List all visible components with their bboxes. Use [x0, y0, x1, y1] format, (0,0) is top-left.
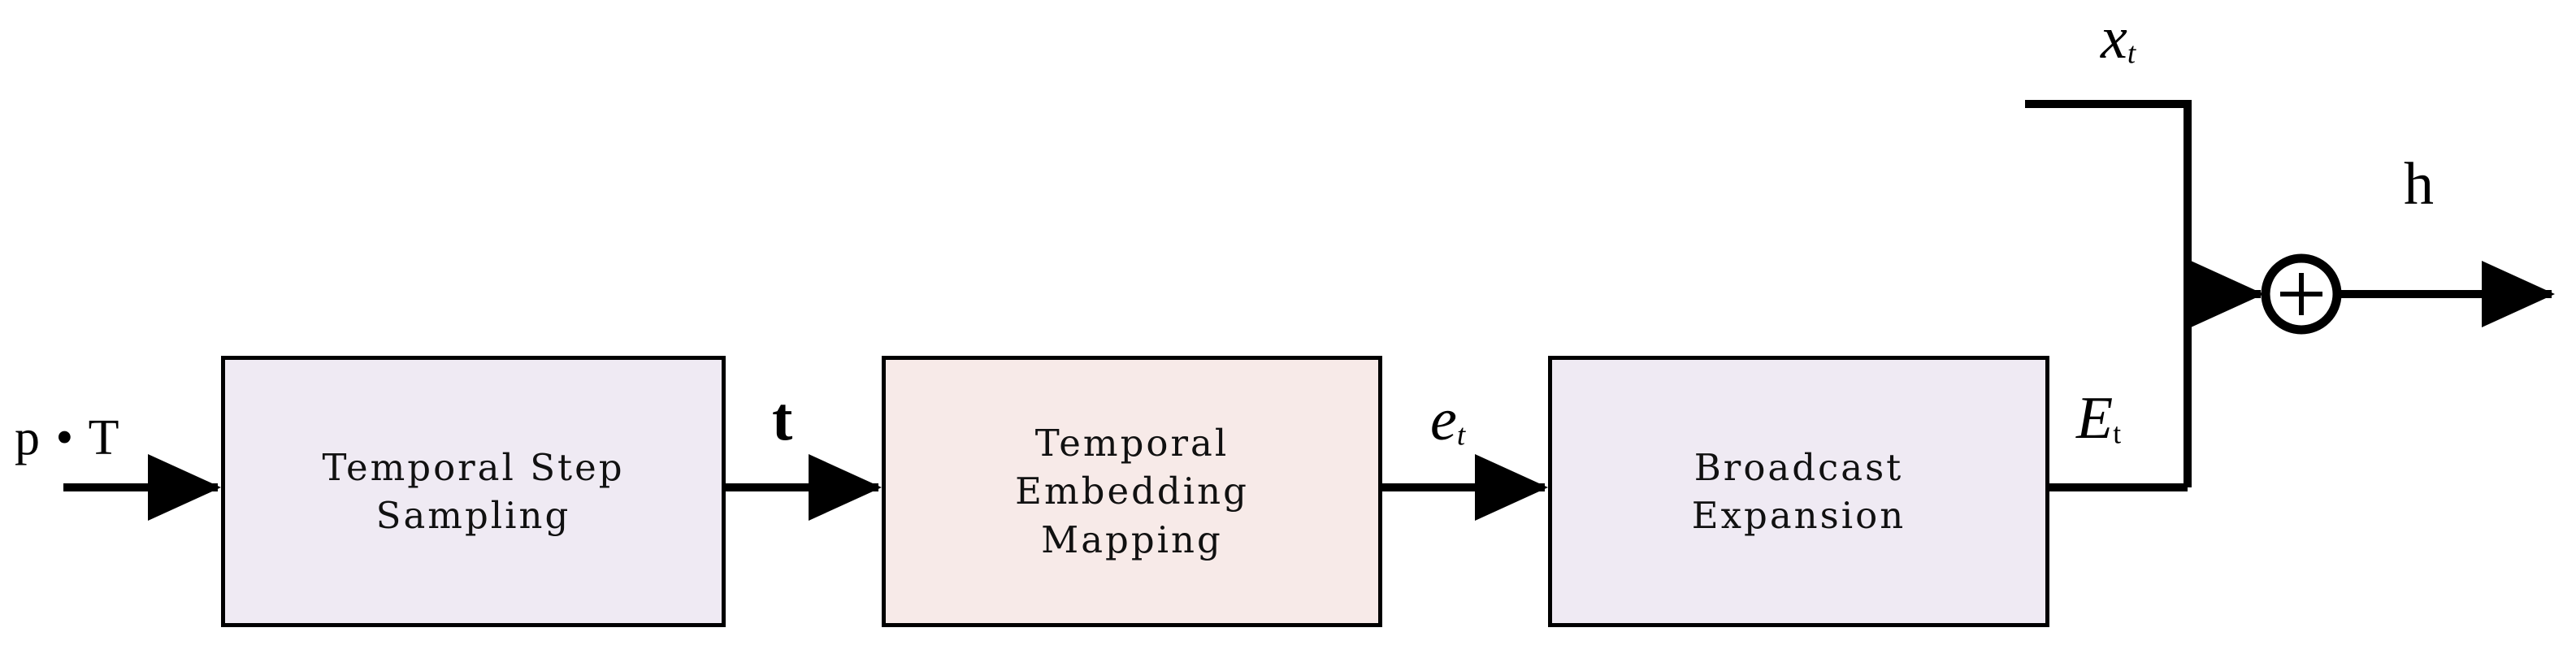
box-label-line-1: Broadcast: [1693, 445, 1904, 489]
box-label-line-3: Mapping: [1041, 517, 1223, 561]
edge-label-e-base: e: [1430, 387, 1457, 453]
stage-box-temporal-step-sampling[interactable]: Temporal Step Sampling: [221, 356, 726, 627]
stage-box-broadcast-expansion[interactable]: Broadcast Expansion: [1548, 356, 2049, 627]
edge-label-input-pT: p • T: [15, 410, 121, 465]
edge-label-e-t: et: [1430, 390, 1465, 451]
edge-label-output-h: h: [2404, 151, 2434, 218]
box-label-line-1: Temporal: [1034, 421, 1229, 465]
box-label-line-2: Sampling: [375, 494, 571, 537]
edge-label-E-base: E: [2076, 385, 2114, 452]
stage-box-temporal-embedding-mapping[interactable]: Temporal Embedding Mapping: [882, 356, 1382, 627]
edge-label-t: t: [772, 385, 793, 453]
box-label-line-1: Temporal Step: [322, 445, 625, 489]
box-label-line-2: Expansion: [1691, 494, 1906, 537]
edge-label-x-subscript: t: [2127, 37, 2136, 71]
edge-label-e-subscript: t: [1456, 418, 1466, 452]
edge-label-E-subscript: t: [2113, 417, 2122, 450]
box-label-line-2: Embedding: [1015, 470, 1249, 513]
edge-label-x-t: xt: [2101, 8, 2136, 69]
edge-label-x-base: x: [2101, 5, 2127, 71]
edge-label-E-t: Et: [2076, 388, 2121, 448]
